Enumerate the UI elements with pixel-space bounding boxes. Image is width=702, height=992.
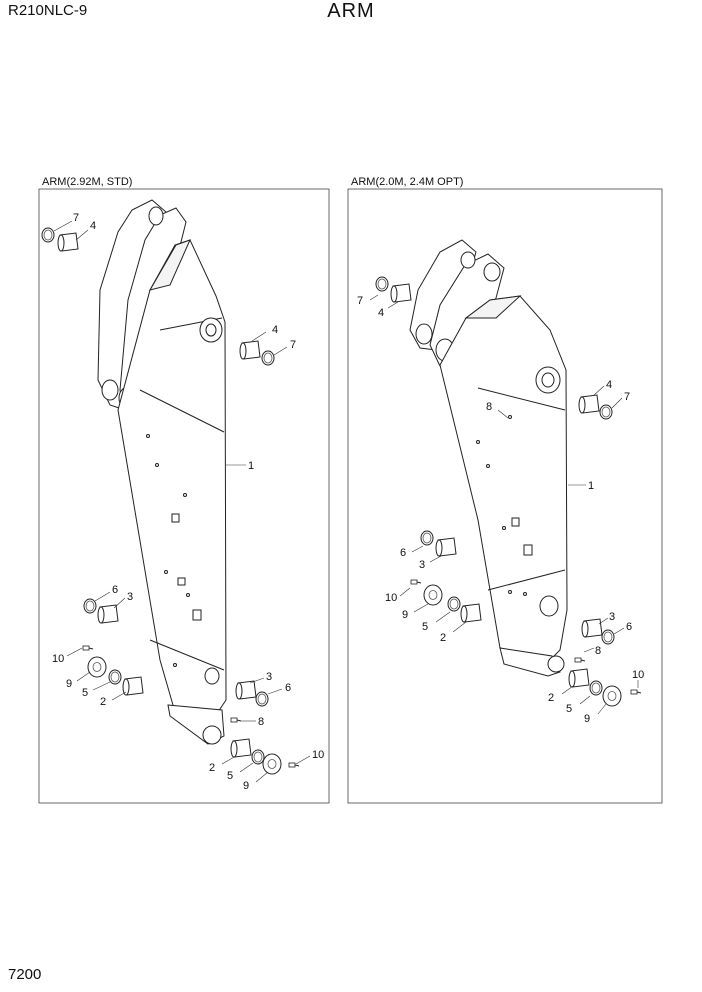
callout: 6 <box>112 584 118 596</box>
callout: 9 <box>402 609 408 621</box>
panel-label-std: ARM(2.92M, STD) <box>42 176 133 188</box>
callout: 7 <box>357 295 363 307</box>
page-title: ARM <box>327 0 375 22</box>
callout: 10 <box>385 592 397 604</box>
callouts-std: 7 4 4 7 1 6 3 10 9 5 2 3 6 8 2 5 9 10 <box>52 212 324 792</box>
arm-opt <box>409 239 568 677</box>
callout: 6 <box>626 621 632 633</box>
callout: 7 <box>624 391 630 403</box>
callout: 10 <box>632 669 644 681</box>
panel-frame-opt <box>347 188 663 804</box>
callout: 2 <box>209 762 215 774</box>
callouts-opt: 7 4 4 7 8 1 6 3 10 9 5 2 3 6 8 2 5 9 10 <box>357 295 644 725</box>
callout: 5 <box>82 687 88 699</box>
page-number: 7200 <box>8 966 42 983</box>
callout: 1 <box>248 460 254 472</box>
callout: 4 <box>90 220 96 232</box>
callout: 9 <box>243 780 249 792</box>
callout: 6 <box>285 682 291 694</box>
callout: 8 <box>486 401 492 413</box>
callout: 4 <box>606 379 612 391</box>
callout: 5 <box>566 703 572 715</box>
callout: 8 <box>258 716 264 728</box>
callout: 4 <box>378 307 384 319</box>
callout: 4 <box>272 324 278 336</box>
callout: 5 <box>227 770 233 782</box>
callout: 9 <box>584 713 590 725</box>
callout: 7 <box>290 339 296 351</box>
callout: 8 <box>595 645 601 657</box>
callout: 3 <box>609 611 615 623</box>
callout: 2 <box>548 692 554 704</box>
callout: 5 <box>422 621 428 633</box>
callout: 9 <box>66 678 72 690</box>
callout: 10 <box>312 749 324 761</box>
callout: 10 <box>52 653 64 665</box>
panel-label-opt: ARM(2.0M, 2.4M OPT) <box>351 176 464 188</box>
arm-std <box>97 199 227 745</box>
callout: 6 <box>400 547 406 559</box>
panel-frame-std <box>38 188 330 804</box>
callout: 2 <box>100 696 106 708</box>
callout: 2 <box>440 632 446 644</box>
callout: 3 <box>419 559 425 571</box>
model-code: R210NLC-9 <box>8 2 88 19</box>
callout: 1 <box>588 480 594 492</box>
callout: 3 <box>127 591 133 603</box>
callout: 3 <box>266 671 272 683</box>
callout: 7 <box>73 212 79 224</box>
